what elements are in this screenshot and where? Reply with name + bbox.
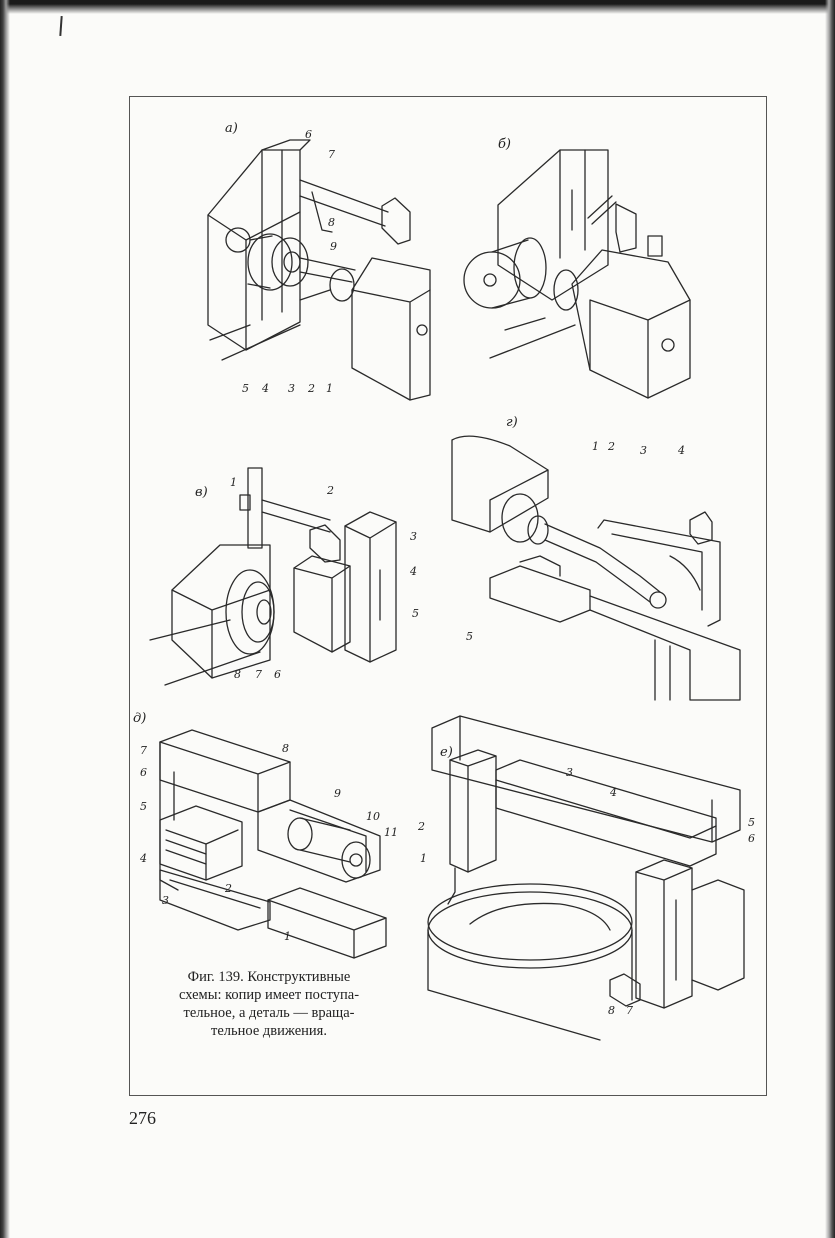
- panel-v-label: 8: [234, 668, 241, 681]
- panel-d-drawing: [160, 730, 386, 958]
- panel-e-label: 4: [609, 786, 617, 799]
- caption-line: тельное движения.: [150, 1022, 388, 1040]
- panel-e-label: 7: [626, 1004, 633, 1017]
- panel-d-label: 8: [282, 742, 289, 755]
- panel-g-tag: г): [506, 415, 518, 430]
- panel-a-label: 1: [326, 382, 333, 395]
- panel-d-label: 1: [284, 930, 291, 943]
- panel-e-label: 5: [748, 816, 755, 829]
- panel-g-label: 3: [640, 444, 647, 457]
- panel-e-label: 8: [608, 1004, 615, 1017]
- caption-line: Фиг. 139. Конструктивные: [150, 968, 388, 986]
- panel-b-tag: б): [498, 137, 511, 152]
- panel-a-label: 9: [330, 240, 337, 253]
- panel-d-label: 6: [140, 766, 147, 779]
- panel-v-label: 6: [274, 668, 281, 681]
- panel-v-label: 7: [255, 668, 262, 681]
- panel-v-label: 4: [409, 565, 417, 578]
- panel-g-label: 5: [466, 630, 473, 643]
- panel-a-drawing: [208, 140, 430, 400]
- panel-d-label: 4: [139, 852, 147, 865]
- panel-g-label: 2: [607, 440, 615, 453]
- panel-v-label: 1: [230, 476, 237, 489]
- page-number: 276: [129, 1108, 156, 1129]
- panel-d-label: 7: [140, 744, 147, 757]
- panel-b-drawing: [464, 150, 690, 398]
- panel-d-label: 5: [140, 800, 147, 813]
- panel-a-label: 4: [261, 382, 269, 395]
- panel-d-label: 3: [162, 894, 169, 907]
- panel-a-tag: а): [225, 121, 238, 136]
- caption-line: тельное, а деталь — враща-: [150, 1004, 388, 1022]
- panel-g-drawing: [452, 436, 740, 700]
- caption-line: схемы: копир имеет поступа-: [150, 986, 388, 1004]
- panel-e-tag: е): [440, 745, 453, 760]
- panel-e-label: 1: [420, 852, 427, 865]
- panel-v-label: 2: [326, 484, 334, 497]
- panel-v-tag: в): [195, 485, 208, 500]
- panel-g-label: 4: [677, 444, 685, 457]
- panel-a-label: 8: [328, 216, 335, 229]
- panel-a-label: 7: [328, 148, 335, 161]
- panel-v-label: 5: [412, 607, 419, 620]
- panel-d-label: 2: [224, 882, 232, 895]
- panel-v-label: 3: [410, 530, 417, 543]
- panel-g-label: 1: [592, 440, 599, 453]
- panel-e-label: 6: [748, 832, 755, 845]
- panel-d-tag: д): [133, 711, 146, 726]
- panel-d-label: 10: [366, 810, 380, 823]
- panel-e-label: 3: [566, 766, 573, 779]
- panel-d-label: 9: [334, 787, 341, 800]
- figure-caption: Фиг. 139. Конструктивные схемы: копир им…: [150, 968, 388, 1040]
- panel-e-label: 2: [417, 820, 425, 833]
- panel-v-drawing: [150, 468, 396, 685]
- panel-a-label: 5: [242, 382, 249, 395]
- panel-a-label: 3: [288, 382, 295, 395]
- panel-a-label: 2: [307, 382, 315, 395]
- panel-a-label: 6: [305, 128, 312, 141]
- panel-e-drawing: [428, 716, 744, 1040]
- panel-d-label: 11: [384, 826, 398, 839]
